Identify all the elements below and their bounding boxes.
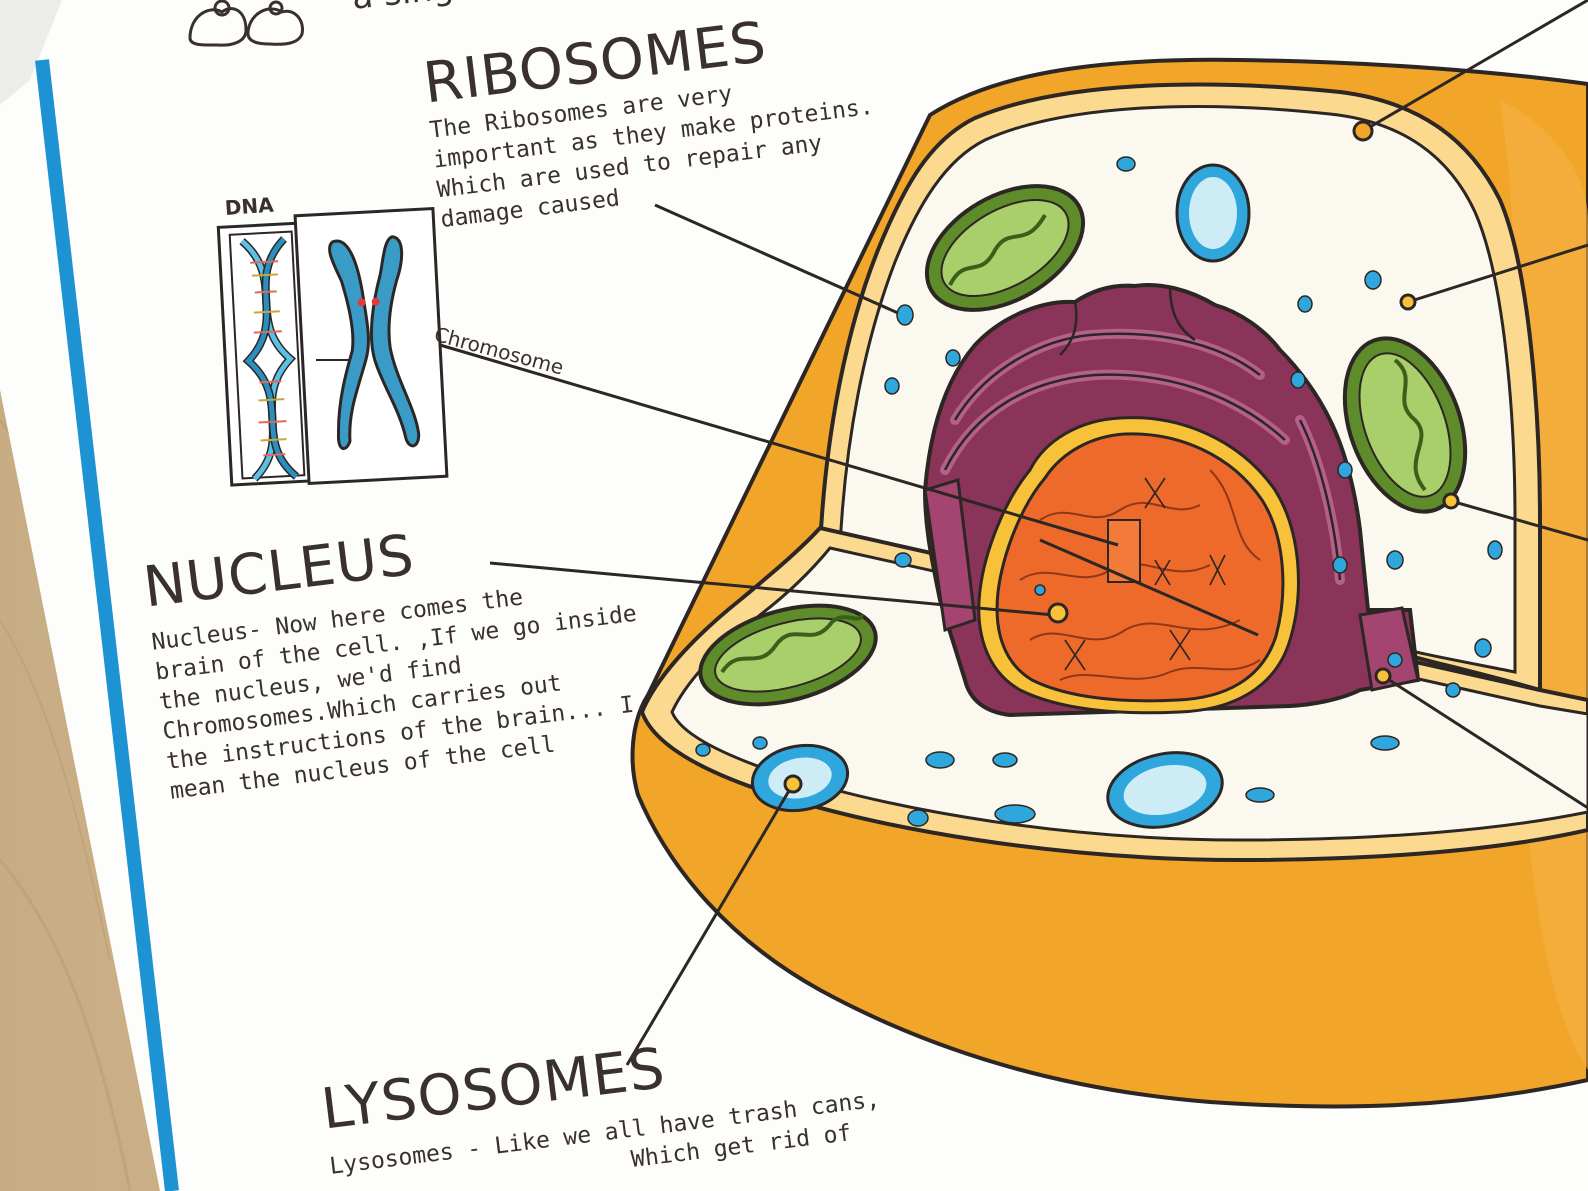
leader-ribosome bbox=[654, 203, 899, 315]
leader-lysosome bbox=[625, 783, 795, 1066]
leader-lines bbox=[439, 0, 1588, 1066]
margin-line bbox=[35, 59, 179, 1191]
mitochondrion-bottom bbox=[698, 603, 878, 707]
leader-endpoints bbox=[783, 120, 1460, 794]
leader-right-mid bbox=[1450, 499, 1588, 542]
leader-chromosome bbox=[439, 343, 1119, 547]
shoe-icons bbox=[188, 0, 304, 47]
vacuole-top bbox=[1175, 163, 1251, 263]
leader-nucleus bbox=[489, 561, 1055, 617]
dna-label: DNA bbox=[224, 192, 275, 220]
mitochondrion-right bbox=[1342, 336, 1468, 514]
leader-right-upper bbox=[1407, 243, 1588, 304]
chromosome-box bbox=[293, 206, 449, 486]
dna-box bbox=[216, 221, 318, 487]
vacuole-bottom bbox=[1106, 751, 1224, 829]
ribosome-dots bbox=[695, 156, 1503, 827]
mitochondrion-top bbox=[924, 184, 1086, 312]
leader-right-low bbox=[1382, 674, 1588, 810]
leader-top-right bbox=[1362, 0, 1588, 133]
